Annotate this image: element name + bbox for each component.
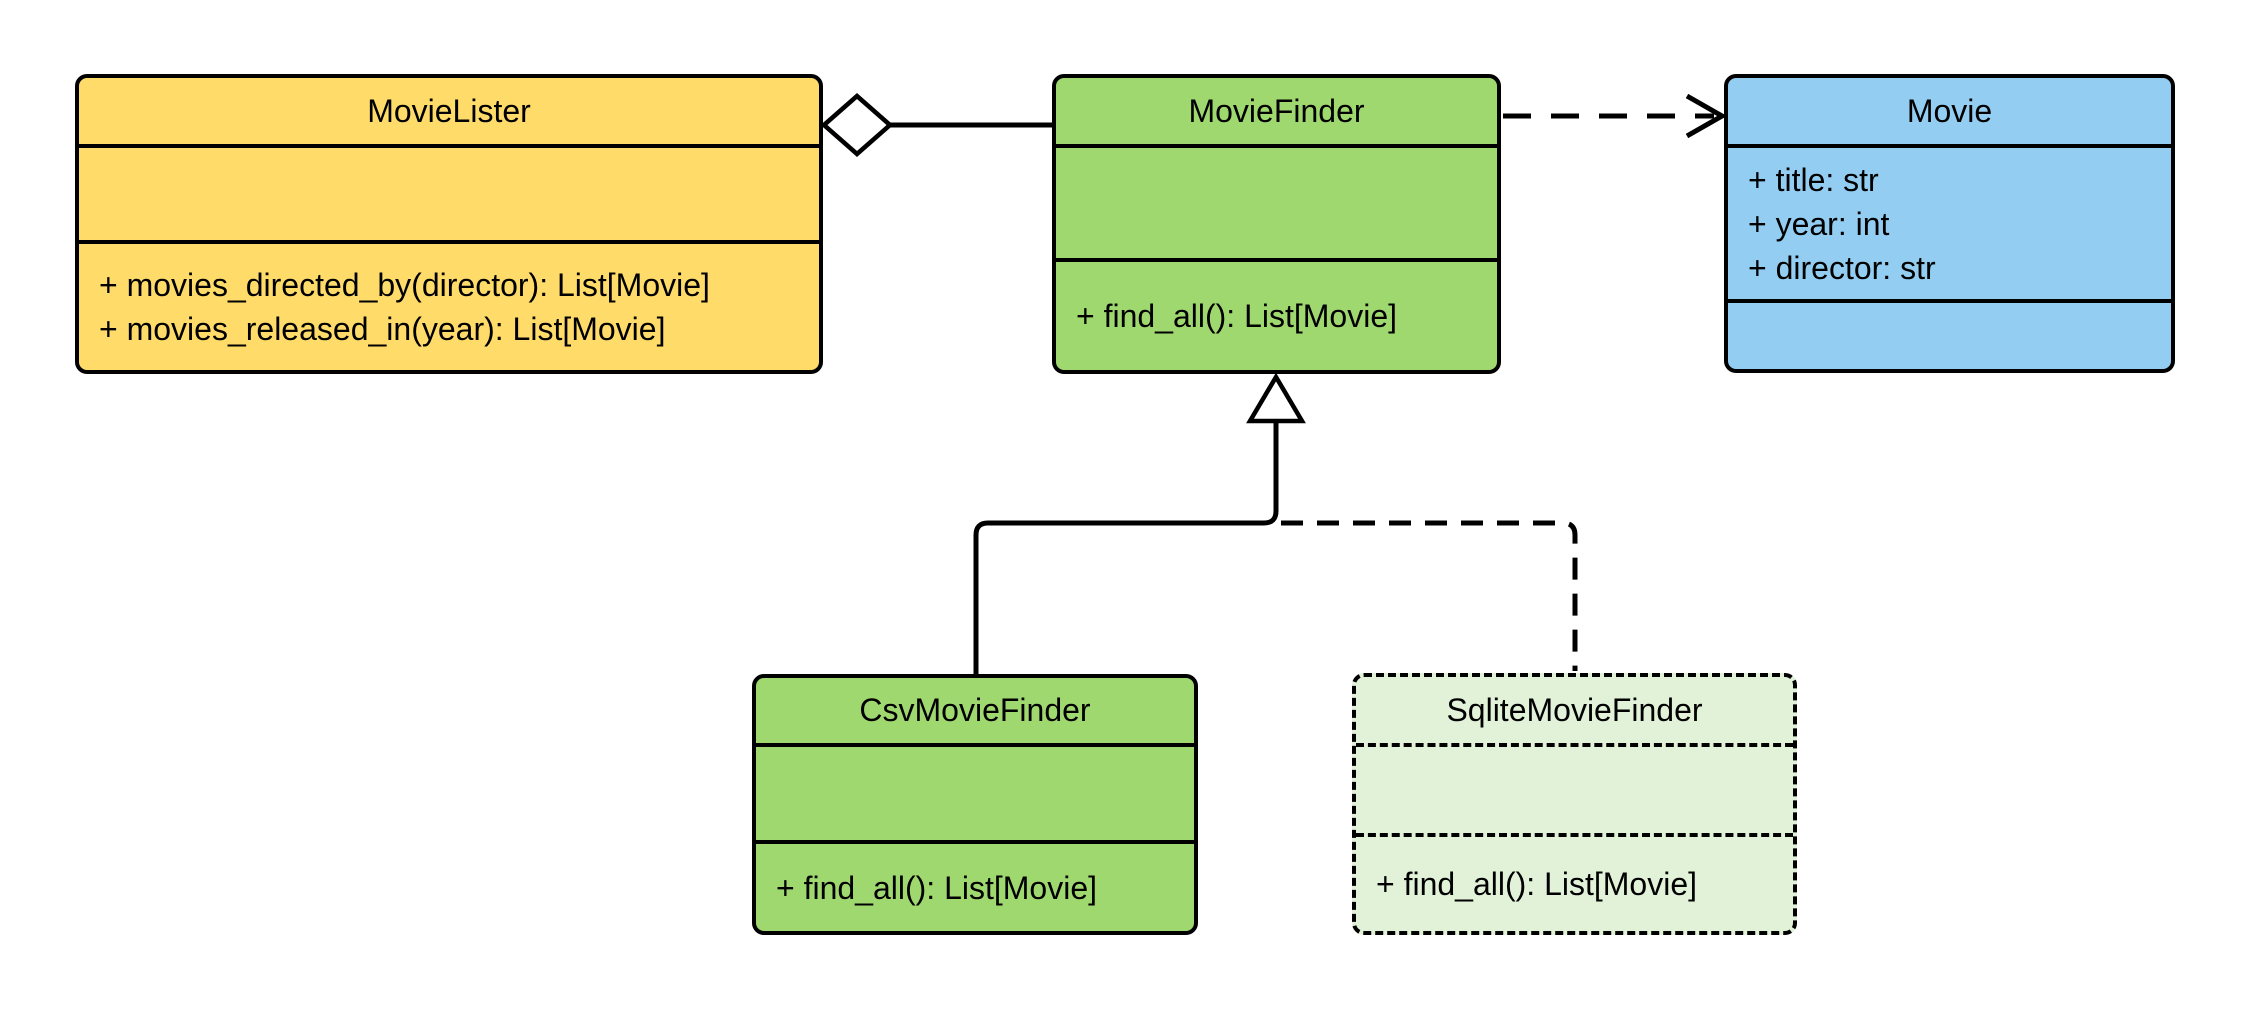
aggregation-connector-movielister-moviefinder[interactable]	[820, 93, 1054, 157]
method-label: + movies_directed_by(director): List[Mov…	[99, 267, 710, 303]
class-box-sqlitemoviefinder[interactable]: SqliteMovieFinder + find_all(): List[Mov…	[1352, 673, 1797, 935]
open-arrow-marker	[1685, 93, 1728, 139]
attribute-label: + director: str	[1748, 249, 1936, 286]
attribute-label: + title: str	[1748, 161, 1879, 198]
class-title-sqlitemoviefinder: SqliteMovieFinder	[1446, 691, 1703, 728]
method-label: + find_all(): List[Movie]	[1376, 866, 1698, 902]
generalization-connector-sqlitemoviefinder-moviefinder[interactable]	[1281, 520, 1578, 671]
attributes-compartment-movielister	[79, 144, 819, 240]
class-box-moviefinder[interactable]: MovieFinder + find_all(): List[Movie]	[1052, 74, 1501, 374]
class-box-csvmoviefinder[interactable]: CsvMovieFinder + find_all(): List[Movie]	[752, 674, 1198, 935]
class-title-movielister: MovieLister	[367, 92, 531, 129]
method-label: + find_all(): List[Movie]	[1076, 298, 1398, 334]
generalization-connector-csvmoviefinder-moviefinder[interactable]	[973, 421, 1279, 674]
methods-compartment-movie	[1728, 299, 2171, 369]
dependency-connector-moviefinder-movie[interactable]	[1503, 93, 1728, 139]
attributes-compartment-csvmoviefinder	[756, 743, 1194, 840]
class-title-movie: Movie	[1906, 92, 1993, 129]
method-label: + movies_released_in(year): List[Movie]	[99, 311, 666, 347]
class-box-movie[interactable]: Movie + title: str + year: int + directo…	[1724, 74, 2175, 373]
attributes-compartment-moviefinder	[1056, 144, 1497, 258]
hollow-triangle-marker	[1246, 372, 1306, 424]
class-box-movielister[interactable]: MovieLister + movies_directed_by(directo…	[75, 74, 823, 374]
methods-compartment-moviefinder: + find_all(): List[Movie]	[1056, 258, 1497, 370]
class-title-moviefinder: MovieFinder	[1188, 92, 1365, 129]
method-label: + find_all(): List[Movie]	[776, 869, 1098, 906]
methods-compartment-csvmoviefinder: + find_all(): List[Movie]	[756, 840, 1194, 931]
attributes-compartment-sqlitemoviefinder	[1356, 743, 1793, 833]
class-title-csvmoviefinder: CsvMovieFinder	[859, 692, 1091, 728]
attributes-compartment-movie: + title: str + year: int + director: str	[1728, 144, 2171, 299]
open-diamond-marker	[820, 93, 894, 157]
attribute-label: + year: int	[1748, 205, 1890, 242]
methods-compartment-sqlitemoviefinder: + find_all(): List[Movie]	[1356, 833, 1793, 931]
methods-compartment-movielister: + movies_directed_by(director): List[Mov…	[79, 240, 819, 370]
